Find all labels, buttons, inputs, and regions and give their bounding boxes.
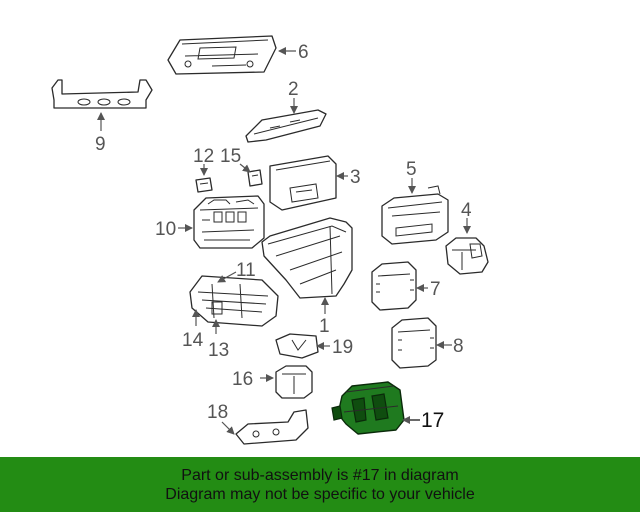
part-10[interactable]: [193, 195, 265, 249]
part-9[interactable]: [51, 79, 153, 109]
part-2[interactable]: [245, 109, 327, 143]
part-1[interactable]: [261, 217, 353, 299]
callout-1: 1: [319, 316, 330, 337]
banner-line-1: Part or sub-assembly is #17 in diagram: [181, 466, 459, 484]
callout-2: 2: [288, 79, 299, 100]
part-19[interactable]: [275, 333, 319, 359]
callout-7: 7: [430, 279, 441, 300]
callout-16: 16: [232, 369, 253, 390]
callout-14: 14: [182, 330, 204, 351]
part-6[interactable]: [167, 35, 277, 75]
callout-19: 19: [332, 337, 353, 358]
part-7[interactable]: [371, 261, 417, 311]
part-15[interactable]: [247, 169, 263, 187]
parts-diagram: 6 9 2 12 15 3 10: [51, 35, 489, 445]
callout-5: 5: [406, 159, 417, 180]
banner-line-2: Diagram may not be specific to your vehi…: [165, 485, 475, 503]
callout-18: 18: [207, 402, 228, 423]
callout-4: 4: [461, 200, 472, 221]
callout-17: 17: [421, 409, 444, 432]
callout-11: 11: [236, 260, 256, 281]
part-17-highlighted[interactable]: [331, 381, 405, 435]
part-4[interactable]: [445, 237, 489, 275]
callout-13: 13: [208, 340, 229, 361]
callout-12: 12: [193, 146, 214, 167]
part-3[interactable]: [269, 155, 337, 211]
callout-10: 10: [155, 219, 176, 240]
callout-6: 6: [298, 42, 309, 63]
part-18[interactable]: [235, 409, 309, 445]
part-12[interactable]: [195, 177, 213, 193]
part-16[interactable]: [275, 365, 313, 399]
callout-8: 8: [453, 336, 464, 357]
part-5[interactable]: [381, 185, 449, 245]
callout-9: 9: [95, 134, 106, 155]
part-8[interactable]: [391, 317, 437, 369]
callout-15: 15: [220, 146, 241, 167]
part-11[interactable]: [189, 275, 279, 327]
fitment-banner: Part or sub-assembly is #17 in diagram D…: [0, 457, 640, 512]
callout-3: 3: [350, 167, 361, 188]
